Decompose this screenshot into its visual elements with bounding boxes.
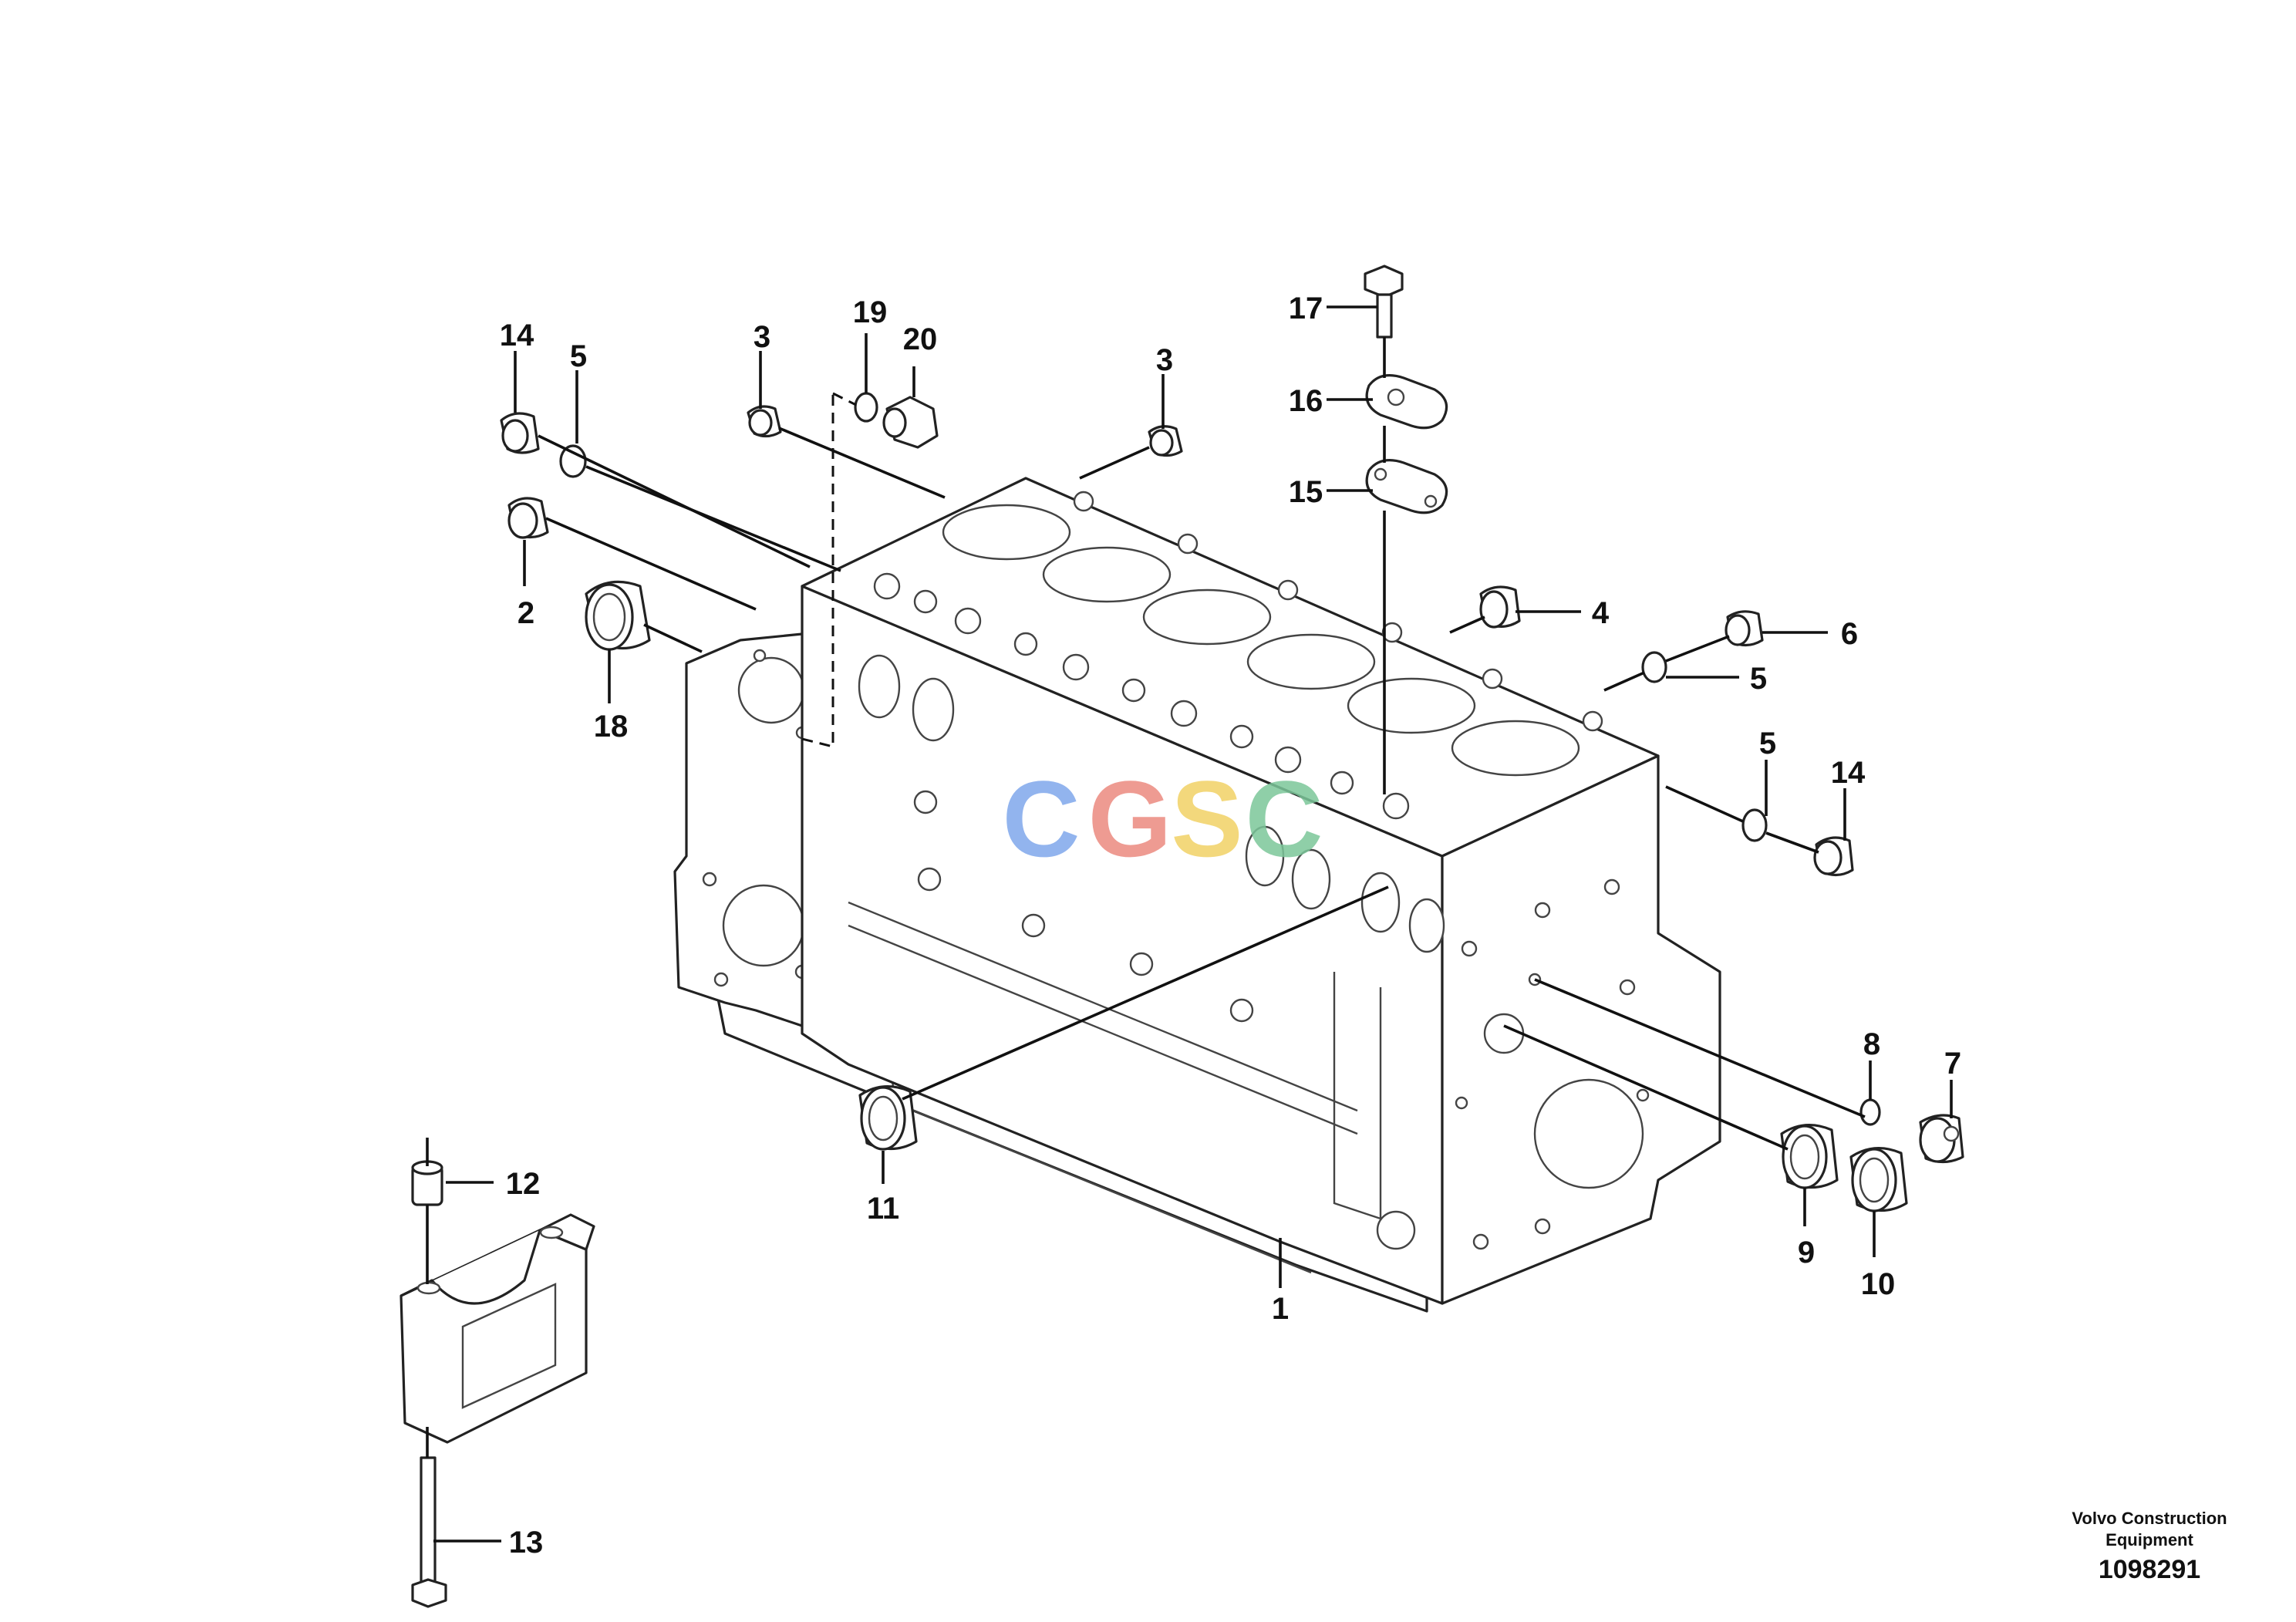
cover-plate-16	[1365, 374, 1448, 430]
callout-8: 8	[1863, 1027, 1880, 1061]
callout-7: 7	[1944, 1047, 1961, 1081]
callout-12: 12	[506, 1167, 541, 1201]
watermark-letter-g: G	[1088, 758, 1172, 879]
o-ring-8	[1859, 1098, 1881, 1126]
callout-4: 4	[1592, 596, 1610, 630]
callout-2: 2	[518, 596, 534, 630]
cylinder-block	[673, 477, 1721, 1313]
sealing-washer-5-front	[559, 444, 587, 478]
sealing-washer-5-rear-lower	[1741, 808, 1768, 842]
callout-3-left: 3	[754, 320, 770, 354]
footer-brand: Volvo Construction Equipment	[2072, 1509, 2227, 1549]
plug-6	[1725, 610, 1764, 647]
seal-ring-10	[1849, 1146, 1908, 1212]
seal-ring-11	[858, 1084, 918, 1151]
plug-4	[1479, 585, 1521, 629]
callout-3-right: 3	[1156, 343, 1173, 377]
dowel-sleeve-12	[411, 1160, 443, 1206]
plug-14-front	[500, 412, 540, 454]
footer-document-number: 1098291	[2098, 1555, 2201, 1584]
callout-16: 16	[1289, 384, 1323, 418]
callout-11: 11	[867, 1192, 899, 1226]
leader-lines	[426, 305, 1953, 1543]
sealing-washer-5-rear-upper	[1641, 651, 1667, 683]
callout-18: 18	[594, 710, 629, 744]
watermark-letter-s: S	[1171, 758, 1242, 879]
callout-1: 1	[1272, 1292, 1289, 1326]
callout-15: 15	[1289, 475, 1323, 509]
footer-credit: Volvo Construction Equipment 1098291	[2065, 1508, 2234, 1588]
callout-13: 13	[509, 1526, 544, 1560]
callout-14-rear: 14	[1831, 756, 1866, 790]
callout-19: 19	[853, 295, 888, 329]
plug-20	[882, 396, 939, 449]
callout-20: 20	[903, 322, 938, 356]
main-bearing-cap	[400, 1213, 595, 1444]
plug-3-right	[1148, 425, 1183, 457]
callout-9: 9	[1798, 1236, 1815, 1270]
callout-5-rear-lower: 5	[1759, 727, 1776, 760]
bolt-17	[1364, 265, 1404, 339]
callout-labels: 1 2 3 3 4 5 5 5 6 7 8 9 10 11 12 13 14 1…	[500, 292, 1961, 1560]
seal-ring-9	[1780, 1123, 1839, 1189]
plug-2	[507, 497, 549, 539]
gasket-15	[1365, 459, 1448, 514]
watermark-letter-c2: C	[1245, 758, 1323, 879]
plug-7	[1919, 1114, 1964, 1164]
seal-ring-18	[585, 580, 651, 651]
plug-3-left	[747, 405, 782, 438]
callout-5-front: 5	[570, 339, 587, 373]
cgsc-watermark: C G S C	[1002, 758, 1323, 879]
callout-6: 6	[1841, 617, 1858, 651]
washer-19	[854, 392, 878, 423]
bearing-cap-bolt-13	[411, 1456, 447, 1608]
callout-17: 17	[1289, 292, 1323, 325]
callout-5-rear-upper: 5	[1750, 662, 1767, 696]
watermark-letter-c1: C	[1002, 758, 1080, 879]
callout-10: 10	[1861, 1267, 1896, 1301]
callout-14-front: 14	[500, 319, 534, 352]
plug-14-rear	[1813, 836, 1854, 877]
